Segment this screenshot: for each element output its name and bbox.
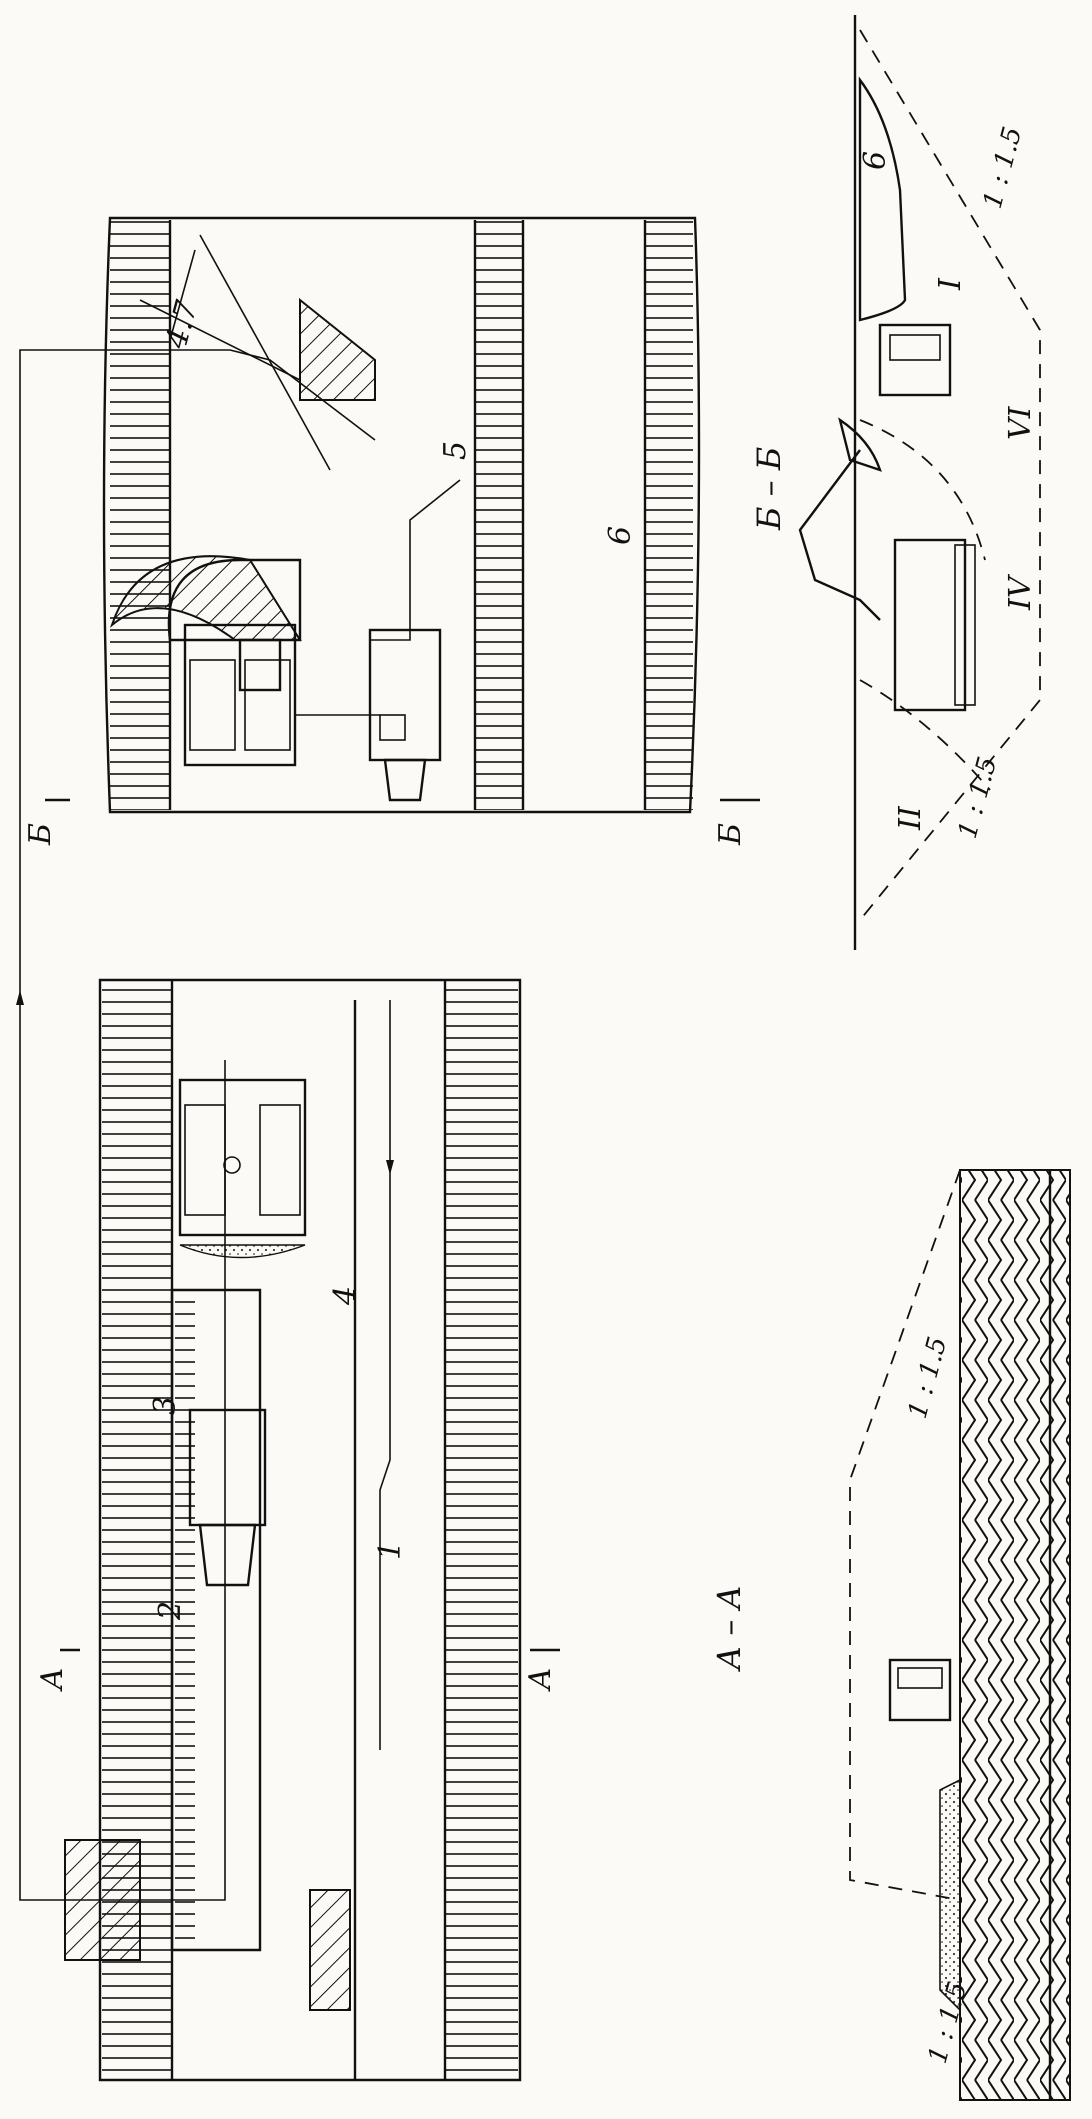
truck-icon-section bbox=[888, 1658, 952, 1722]
scraper-icon bbox=[368, 628, 442, 802]
zone-I: I bbox=[933, 277, 968, 291]
title-b-b: Б – Б bbox=[750, 447, 788, 531]
callout-6-upper: 6 bbox=[603, 526, 638, 545]
slope-a-upper: 1 : 1.5 bbox=[903, 1334, 954, 1422]
callout-3: 3 bbox=[148, 1396, 183, 1415]
hatch-strip-2 bbox=[445, 982, 518, 2078]
section-b-b: 6 Б – Б 1 : 1.5 1 : 1.5 I VI IV II bbox=[750, 15, 1041, 950]
excavator-icon bbox=[798, 417, 976, 712]
soil-crescent bbox=[109, 555, 302, 641]
embankment-strip-left bbox=[110, 220, 170, 810]
section-mark-a-left: А bbox=[35, 1667, 70, 1692]
zone-IV: IV bbox=[1003, 573, 1038, 611]
bulldozer-icon-lower bbox=[178, 1078, 307, 1259]
embankment-strip-right bbox=[645, 220, 693, 810]
section-mark-a-right: А bbox=[523, 1667, 558, 1692]
embankment-strip-middle bbox=[475, 220, 523, 810]
scraper-icon-lower bbox=[188, 1408, 267, 1587]
zone-II: II bbox=[893, 805, 928, 831]
callout-5: 5 bbox=[438, 441, 473, 460]
section-a-a: А – А 1 : 1.5 1 : 1.5 bbox=[710, 1169, 1071, 2101]
culvert-block-top bbox=[64, 1839, 141, 1961]
slope-b-upper: 1 : 1.5 bbox=[978, 124, 1029, 212]
plan-view-lower: А А 1 2 3 4 bbox=[35, 978, 560, 2082]
zone-VI: VI bbox=[1003, 405, 1038, 440]
soil-wedge bbox=[299, 297, 376, 401]
section-mark-b-left: Б bbox=[23, 823, 58, 846]
callout-2: 2 bbox=[153, 1601, 188, 1621]
title-a-a: А – А bbox=[710, 1585, 748, 1672]
callout-6-section: 6 bbox=[858, 151, 893, 170]
road-layers bbox=[959, 1169, 1071, 2101]
culvert-block-bottom bbox=[309, 1889, 351, 2011]
callout-4: 4 bbox=[328, 1286, 363, 1306]
plan-view-upper: Б Б 4.7 5 6 bbox=[16, 216, 760, 1901]
section-mark-b-right: Б bbox=[713, 823, 748, 846]
callout-1: 1 bbox=[373, 1541, 408, 1560]
truck-icon bbox=[878, 323, 952, 397]
bulldozer-icon bbox=[183, 623, 380, 767]
